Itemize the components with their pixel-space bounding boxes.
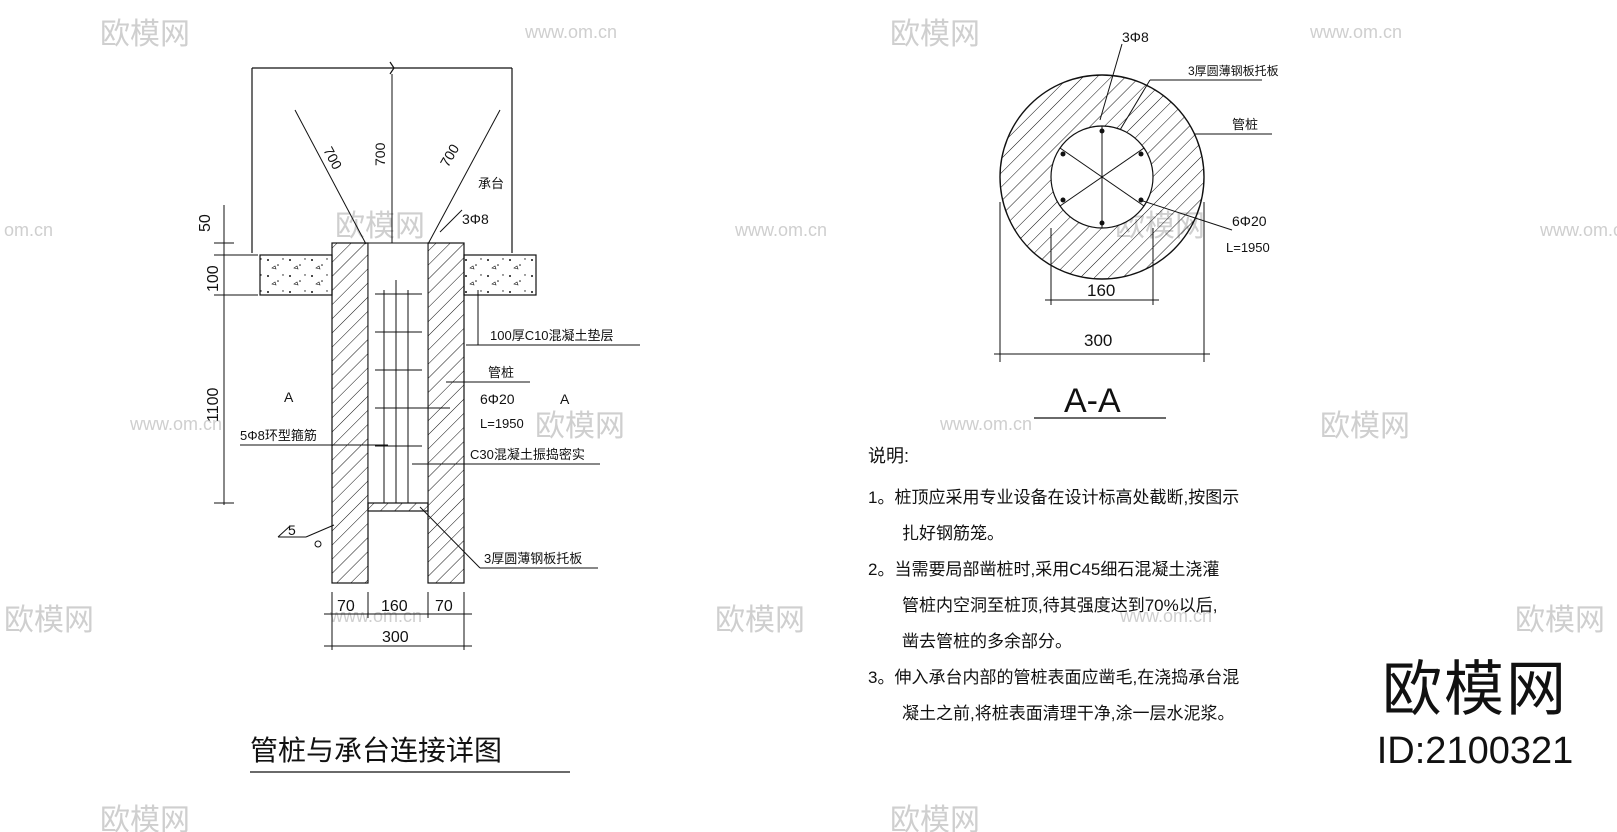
rebar-cage — [375, 280, 422, 503]
note-3-line1: 伸入承台内部的管桩表面应凿毛,在浇捣承台混 — [894, 668, 1240, 687]
watermark-url: www.om.cn — [329, 606, 422, 626]
watermark-url: www.om.cn — [1309, 22, 1402, 42]
brand-id: ID:2100321 — [1376, 730, 1574, 772]
label-weld: 5 — [288, 522, 296, 538]
watermark-url: www.om.cn — [129, 414, 222, 434]
watermark-logo: 欧模网 — [4, 604, 94, 637]
label-aa-pile: 管桩 — [1232, 117, 1258, 132]
weld-circle — [314, 540, 322, 548]
pile-wall-left — [331, 242, 369, 584]
label-aa-top-rebar: 3Φ8 — [1122, 29, 1149, 45]
watermark-logo: 欧模网 — [890, 18, 980, 51]
label-pile: 管桩 — [488, 365, 514, 380]
watermark-logo: 欧模网 — [1515, 604, 1605, 637]
leader-aa-top-rebar — [1099, 43, 1123, 121]
dim-700-left: 700 — [320, 144, 345, 172]
watermarks: 欧模网 www.om.cn 欧模网 www.om.cn om.cn 欧模网 ww… — [4, 18, 1617, 832]
note-2-num: 2。 — [868, 560, 895, 579]
notes-block: 说明: 1。桩顶应采用专业设备在设计标高处截断,按图示 扎好钢筋笼。 2。当需要… — [868, 442, 1288, 732]
section-title: A-A — [1064, 382, 1121, 420]
note-2-line2: 管桩内空洞至桩顶,待其强度达到70%以后, — [902, 596, 1218, 615]
pile-wall-right — [427, 242, 465, 584]
dim-700-center: 700 — [372, 142, 388, 166]
watermark-url: www.om.cn — [1119, 606, 1212, 626]
watermark-url: www.om.cn — [1539, 220, 1617, 240]
pile-core — [367, 242, 429, 504]
watermark-url: www.om.cn — [734, 220, 827, 240]
watermark-logo: 欧模网 — [1320, 410, 1410, 443]
leader-aa-long-rebar — [1139, 199, 1233, 231]
dim-aa-160: 160 — [1087, 281, 1115, 300]
pile-cap-detail: 700 700 700 承台 3Φ8 100厚C10混凝土垫层 管桩 — [197, 61, 640, 773]
note-2-line3: 凿去管桩的多余部分。 — [902, 632, 1072, 651]
label-concrete-fill: C30混凝土振捣密实 — [470, 447, 585, 462]
cushion-left — [259, 254, 333, 296]
note-3-line2: 凝土之前,将桩表面清理干净,涂一层水泥浆。 — [902, 704, 1235, 723]
aa-rebar-lines — [1059, 126, 1145, 228]
note-1-line2: 扎好钢筋笼。 — [902, 524, 1004, 543]
dim-aa-300: 300 — [1084, 331, 1112, 350]
dim-700-right: 700 — [437, 141, 463, 169]
weld-symbol-tri — [277, 525, 291, 538]
watermark-logo: 欧模网 — [335, 210, 425, 243]
dim-300: 300 — [382, 629, 409, 646]
break-mark — [389, 61, 395, 75]
watermark-url: om.cn — [4, 220, 53, 240]
label-section-a-left: A — [284, 389, 294, 405]
anchor-bar-left — [294, 109, 367, 245]
watermark-logo: 欧模网 — [100, 18, 190, 51]
anchor-bar-right — [427, 109, 501, 245]
note-1-line1: 桩顶应采用专业设备在设计标高处截断,按图示 — [894, 488, 1240, 507]
label-aa-long-rebar: 6Φ20 — [1232, 213, 1267, 229]
aa-rebar-dots — [1060, 128, 1144, 226]
label-ring-rebar: 5Φ8环型箍筋 — [240, 428, 317, 443]
notes-header: 说明: — [868, 446, 910, 466]
dim-70-left: 70 — [337, 598, 355, 615]
brand-block: 欧模网 ID:2100321 — [1360, 656, 1590, 772]
label-top-rebar: 3Φ8 — [462, 211, 489, 227]
note-3: 3。伸入承台内部的管桩表面应凿毛,在浇捣承台混 — [868, 660, 1288, 696]
label-cushion: 100厚C10混凝土垫层 — [490, 328, 614, 343]
dim-1100: 1100 — [205, 387, 222, 422]
dim-160: 160 — [381, 598, 408, 615]
cushion-right — [463, 254, 537, 296]
label-section-a-right: A — [560, 391, 570, 407]
label-aa-plate: 3厚圆薄钢板托板 — [1188, 63, 1279, 78]
note-3-num: 3。 — [868, 668, 895, 687]
label-long-rebar: 6Φ20 — [480, 391, 515, 407]
label-bottom-plate: 3厚圆薄钢板托板 — [484, 551, 582, 566]
label-length: L=1950 — [480, 416, 524, 431]
note-2: 2。当需要局部凿桩时,采用C45细石混凝土浇灌 — [868, 552, 1288, 588]
watermark-url: www.om.cn — [939, 414, 1032, 434]
note-2-line1: 当需要局部凿桩时,采用C45细石混凝土浇灌 — [894, 560, 1220, 579]
label-aa-length: L=1950 — [1226, 240, 1270, 255]
watermark-logo: 欧模网 — [715, 604, 805, 637]
label-cap: 承台 — [478, 176, 504, 191]
watermark-logo: 欧模网 — [535, 410, 625, 443]
watermark-logo: 欧模网 — [100, 804, 190, 832]
leader-weld — [305, 524, 335, 538]
leader-top-rebar — [439, 209, 463, 233]
brand-logo: 欧模网 — [1382, 656, 1568, 723]
dim-70-right: 70 — [435, 598, 453, 615]
note-1: 1。桩顶应采用专业设备在设计标高处截断,按图示 — [868, 480, 1288, 516]
detail-title: 管桩与承台连接详图 — [250, 735, 502, 766]
leader-plate — [419, 506, 481, 569]
note-1-num: 1。 — [868, 488, 895, 507]
watermark-url: www.om.cn — [524, 22, 617, 42]
steel-plate — [367, 502, 429, 512]
dim-100: 100 — [205, 265, 222, 292]
section-aa: 3Φ8 3厚圆薄钢板托板 管桩 6Φ20 L=1950 160 300 A-A — [994, 29, 1279, 420]
dim-50: 50 — [197, 214, 214, 232]
watermark-logo: 欧模网 — [890, 804, 980, 832]
